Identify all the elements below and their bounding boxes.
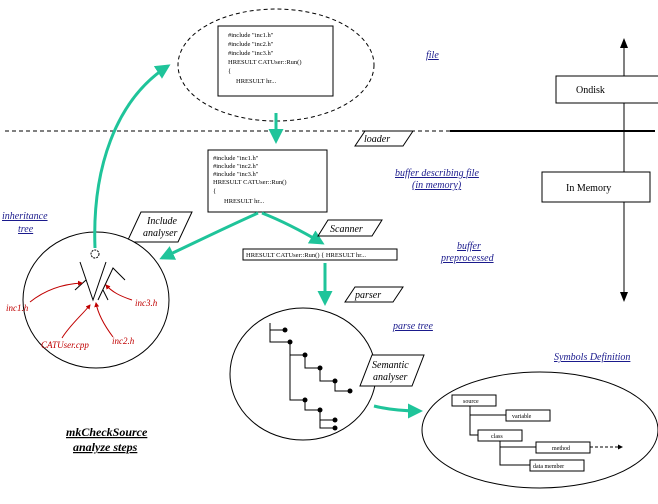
file-code-line: HRESULT CATUser::Run() — [228, 59, 302, 66]
ondisk-box — [555, 75, 658, 104]
file-label: file — [426, 50, 439, 61]
preprocessed-code: HRESULT CATUser::Run() { HRESULT hr... — [246, 252, 366, 259]
inc1-label: inc1.h — [6, 303, 29, 313]
include-arrow — [159, 211, 259, 260]
cpp-label: CATUser.cpp — [41, 340, 89, 350]
buffer-code-line: HRESULT hr... — [224, 198, 264, 205]
inc3-label: inc3.h — [135, 298, 158, 308]
buffer-label-1: buffer describing file — [395, 168, 479, 179]
preprocessed-label-1: buffer — [457, 241, 481, 252]
axis-up-arrow — [620, 38, 628, 48]
semantic-label-1: Semantic — [372, 360, 409, 371]
inc2-label: inc2.h — [112, 336, 135, 346]
semantic-label-2: analyser — [373, 372, 408, 383]
inmemory-box — [541, 171, 651, 203]
buffer-code: #include "inc1.h" #include "inc2.h" #inc… — [213, 155, 287, 205]
symbol-source: source — [463, 399, 479, 405]
symbol-variable: variable — [512, 414, 532, 420]
file-code-box — [217, 25, 334, 97]
parser-label: parser — [354, 290, 381, 301]
axis-down-arrow — [620, 292, 628, 302]
preprocessed-box — [242, 248, 398, 261]
symbols-label: Symbols Definition — [554, 352, 630, 363]
parse-tree-label: parse tree — [392, 321, 433, 332]
file-code: #include "inc1.h" #include "inc2.h" #inc… — [228, 32, 302, 85]
include-analyser-tag — [126, 211, 193, 243]
inheritance-label-1: inheritance — [2, 211, 48, 222]
inheritance-red-arrows — [29, 280, 133, 339]
title-line-1: mkCheckSource — [66, 425, 148, 439]
loader-label: loader — [364, 134, 390, 145]
title-line-2: analyze steps — [73, 440, 138, 454]
scanner-arrow — [261, 211, 325, 245]
symbol-method: method — [552, 446, 570, 452]
inmemory-label: In Memory — [566, 183, 611, 194]
buffer-code-line: HRESULT CATUser::Run() — [213, 179, 287, 186]
scanner-label: Scanner — [330, 224, 363, 235]
buffer-label-2: (in memory) — [412, 180, 462, 191]
include-analyser-label-2: analyser — [143, 228, 178, 239]
ondisk-label: Ondisk — [576, 85, 605, 96]
buffer-code-line: #include "inc2.h" — [213, 163, 259, 170]
buffer-code-line: { — [213, 188, 216, 195]
file-code-line: #include "inc3.h" — [228, 50, 274, 57]
file-code-line: #include "inc2.h" — [228, 41, 274, 48]
file-code-line: HRESULT hr... — [236, 78, 276, 85]
scanner-tag — [317, 219, 383, 237]
symbol-data-member: data member — [533, 464, 564, 470]
file-code-line: #include "inc1.h" — [228, 32, 274, 39]
symbols-tree: source variable class method data member — [451, 394, 623, 472]
parse-tree-nodes — [282, 327, 353, 431]
file-code-line: { — [228, 68, 231, 75]
preprocessed-label-2: preprocessed — [440, 253, 495, 264]
semantic-analyser-tag — [359, 354, 425, 387]
parser-tag — [344, 286, 404, 303]
parse-tree-graph — [269, 323, 350, 429]
semantic-arrow — [373, 403, 423, 419]
buffer-code-line: #include "inc3.h" — [213, 171, 259, 178]
inheritance-root — [90, 249, 100, 259]
buffer-box — [207, 149, 328, 213]
inheritance-to-file-arrow — [93, 64, 171, 249]
parse-tree-circle — [229, 307, 377, 441]
symbol-class: class — [491, 434, 503, 440]
include-analyser-label-1: Include — [146, 216, 178, 227]
buffer-code-line: #include "inc1.h" — [213, 155, 259, 162]
inheritance-label-2: tree — [18, 224, 34, 235]
loader-tag — [354, 130, 414, 147]
